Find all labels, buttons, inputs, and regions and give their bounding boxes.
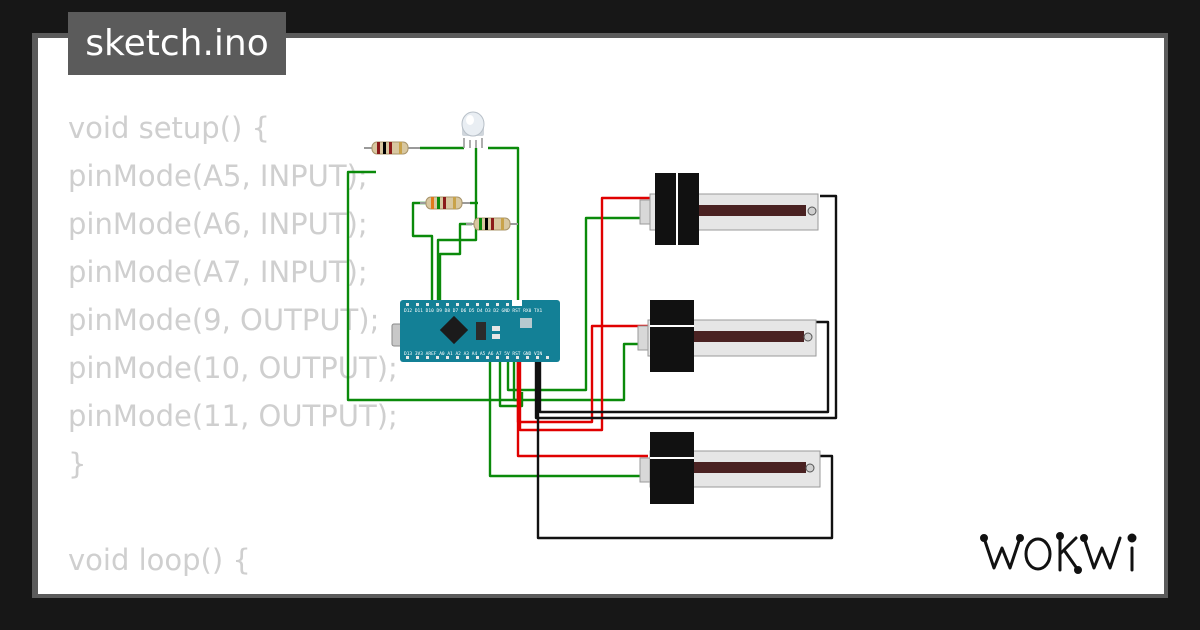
slide-potentiometer (639, 173, 819, 245)
preview-card: void setup() { pinMode(A5, INPUT); pinMo… (38, 38, 1164, 594)
wire-black (538, 320, 830, 414)
code-line: void setup() { (68, 111, 270, 145)
wire-red (516, 362, 648, 458)
wire-green (438, 222, 472, 300)
wire-green (512, 342, 648, 402)
resistor (364, 141, 464, 155)
wire-green (436, 148, 478, 300)
code-line: pinMode(A6, INPUT); (68, 207, 368, 241)
wire-green (506, 216, 650, 392)
wire-green (411, 201, 434, 300)
code-line: pinMode(A7, INPUT); (68, 255, 368, 289)
code-line: } (68, 584, 398, 594)
arduino-nano: D12 D11 D10 D9 D8 D7 D6 D5 D4 D3 D2 GND … (391, 300, 560, 362)
code-line: pinMode(10, OUTPUT); (68, 351, 398, 385)
wire-green (346, 146, 520, 402)
code-line: pinMode(11, OUTPUT); (68, 399, 398, 433)
circuit-diagram: D12 D11 D10 D9 D8 D7 D6 D5 D4 D3 D2 GND … (346, 111, 838, 540)
code-line: pinMode(A5, INPUT); (68, 159, 368, 193)
wire-black (534, 194, 838, 420)
svg-text:D12 D11 D10 D9 D8 D7 D6 D5 D4: D12 D11 D10 D9 D8 D7 D6 D5 D4 D3 D2 GND … (404, 308, 542, 314)
code-line: void loop() { (68, 543, 251, 577)
slide-potentiometer (639, 432, 821, 504)
rgb-led (461, 111, 485, 148)
file-tab-label: sketch.ino (68, 12, 286, 75)
wires (346, 146, 838, 540)
resistor (420, 196, 478, 210)
wokwi-logo-icon (980, 532, 1137, 574)
resistor (466, 217, 518, 231)
code-line: } (68, 447, 87, 481)
svg-text:D13 3V3 AREF A0 A1 A2 A3 A4 A5: D13 3V3 AREF A0 A1 A2 A3 A4 A5 A6 A7 5V … (404, 351, 542, 357)
slide-potentiometer (637, 300, 817, 372)
code-preview: void setup() { pinMode(A5, INPUT); pinMo… (68, 104, 398, 594)
wire-red (518, 196, 650, 432)
wire-green (488, 362, 648, 478)
wire-black (536, 362, 834, 540)
code-line: pinMode(9, OUTPUT); (68, 303, 380, 337)
